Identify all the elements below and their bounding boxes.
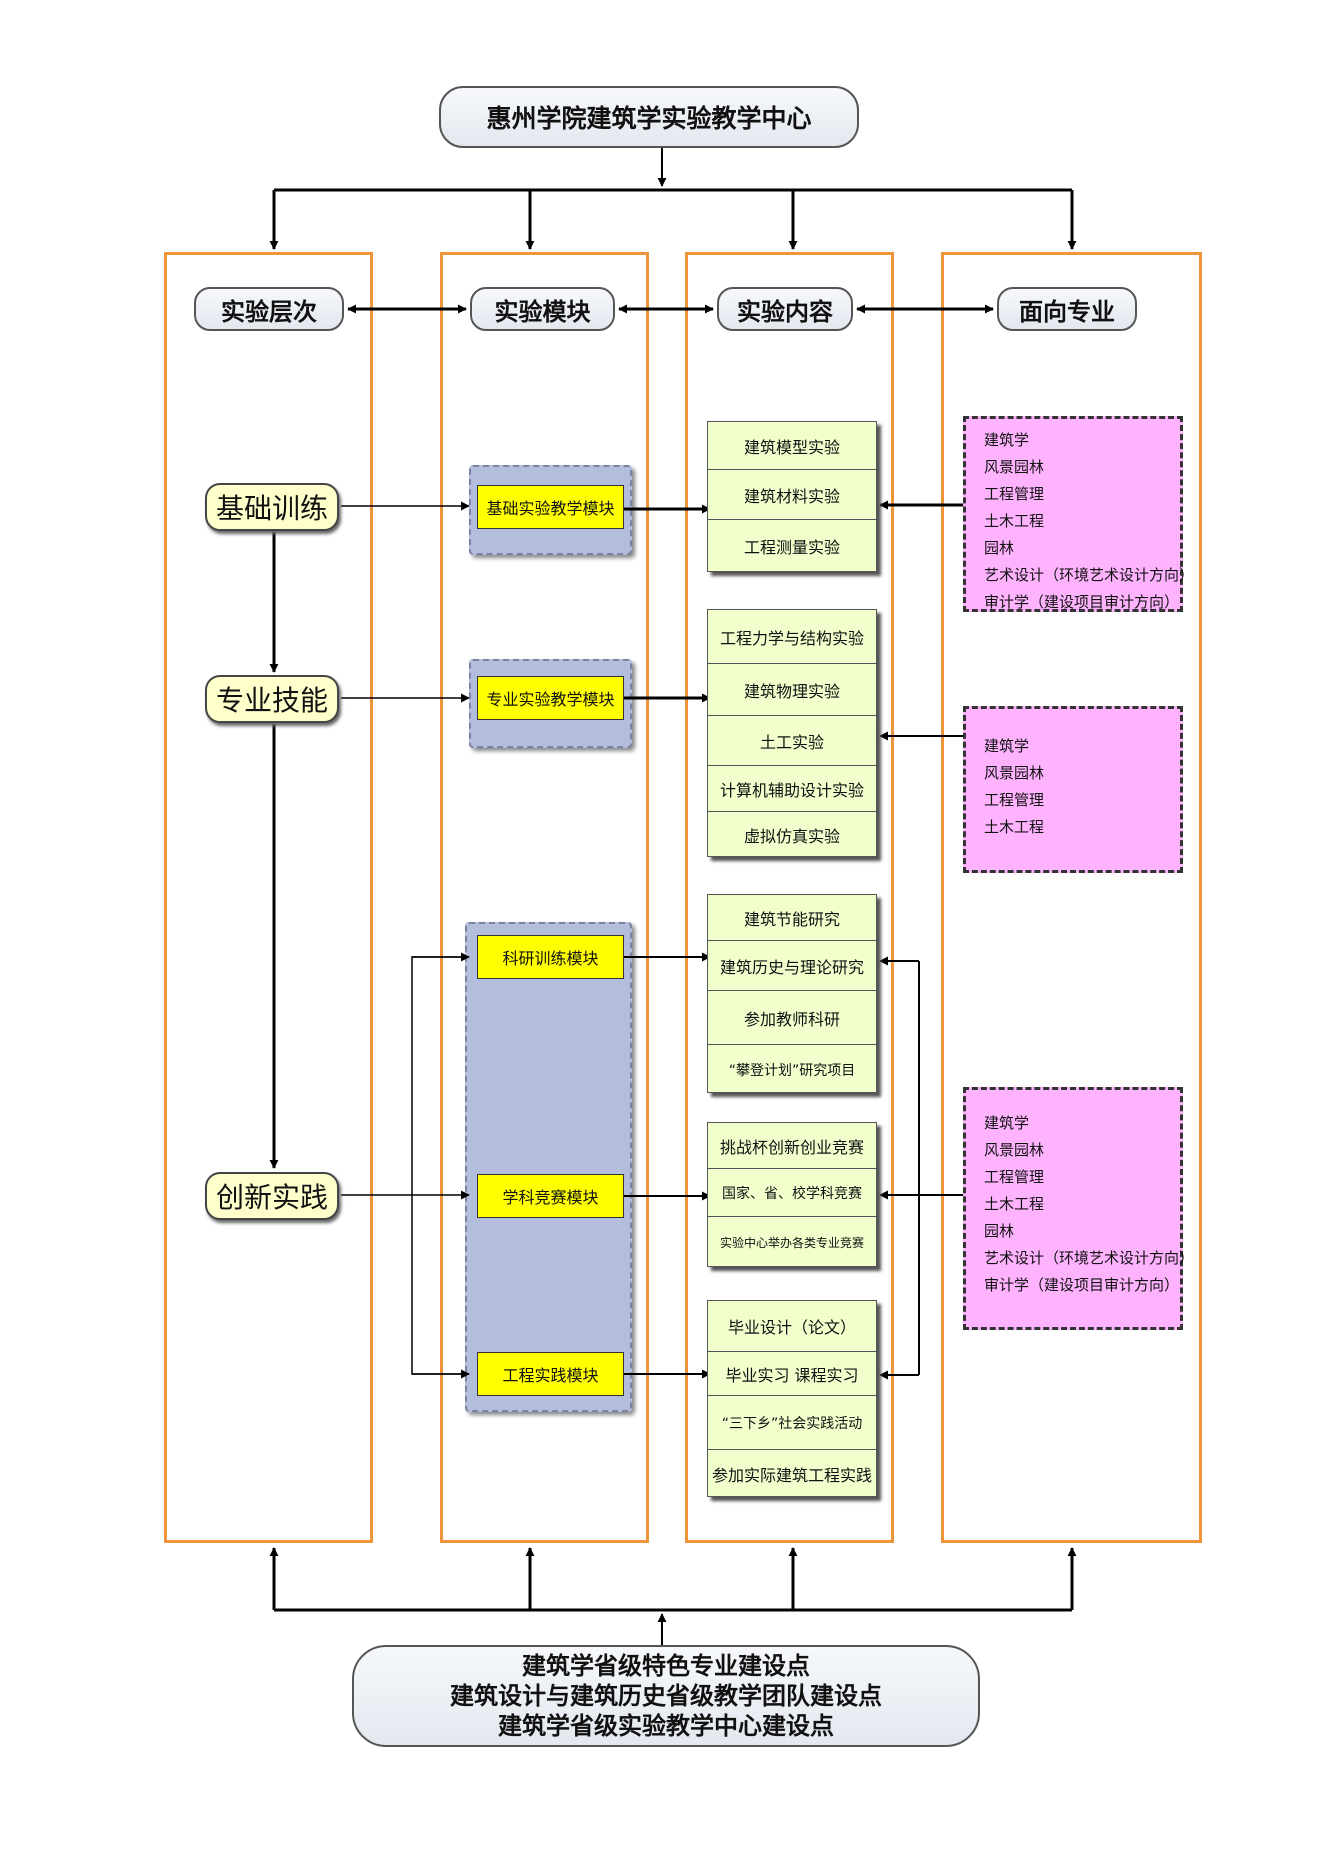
major-item: 风景园林 [984,1141,1045,1159]
content-item: 挑战杯创新创业竞赛 [708,1123,876,1169]
major-item: 工程管理 [984,485,1045,503]
majors-group-1: 建筑学 风景园林 工程管理 土木工程 园林 艺术设计（环境艺术设计方向） 审计学… [963,416,1195,612]
level-basic: 基础训练 [205,483,339,531]
major-item: 园林 [984,539,1015,557]
module-engineering: 工程实践模块 [477,1352,624,1396]
major-item: 工程管理 [984,791,1045,809]
module-bg-innovation [465,922,632,1412]
content-item: 工程测量实验 [743,537,840,557]
content-item: 建筑模型实验 [708,422,876,470]
bottom-line: 建筑学省级特色专业建设点 [522,1652,810,1680]
major-item: 园林 [984,1222,1015,1240]
module-basic: 基础实验教学模块 [477,485,624,529]
content-group-competition: 挑战杯创新创业竞赛 国家、省、校学科竞赛 实验中心举办各类专业竞赛 [707,1122,877,1267]
content-group-basic: 建筑模型实验 建筑材料实验 工程测量实验 [707,421,877,572]
bottom-base-title: 建筑学省级特色专业建设点 建筑设计与建筑历史省级教学团队建设点 建筑学省级实验教… [352,1645,980,1747]
content-item: 建筑节能研究 [708,895,876,941]
module-professional: 专业实验教学模块 [477,676,624,720]
major-item: 艺术设计（环境艺术设计方向） [984,1249,1195,1267]
center-title: 惠州学院建筑学实验教学中心 [439,86,859,148]
content-group-engineering: 毕业设计（论文） 毕业实习 课程实习 “三下乡”社会实践活动 参加实际建筑工程实… [707,1300,877,1497]
content-item: 毕业设计（论文） [708,1301,876,1352]
content-item: 计算机辅助设计实验 [708,766,876,812]
major-item: 审计学（建设项目审计方向） [984,1276,1180,1294]
module-competition: 学科竞赛模块 [477,1174,624,1218]
content-item: 土工实验 [708,716,876,766]
content-group-research: 建筑节能研究 建筑历史与理论研究 参加教师科研 “攀登计划”研究项目 [707,894,877,1093]
header-contents: 实验内容 [717,287,853,331]
content-item: 实验中心举办各类专业竞赛 [719,1236,864,1250]
header-majors: 面向专业 [997,287,1137,331]
bottom-line: 建筑学省级实验教学中心建设点 [498,1712,834,1740]
content-item: “三下乡”社会实践活动 [708,1396,876,1450]
content-item: 参加教师科研 [708,991,876,1045]
level-innovation: 创新实践 [205,1172,339,1220]
major-item: 风景园林 [984,764,1045,782]
content-item: 建筑历史与理论研究 [708,941,876,991]
bottom-line: 建筑设计与建筑历史省级教学团队建设点 [450,1682,882,1710]
content-item: 参加实际建筑工程实践 [711,1466,872,1485]
major-item: 工程管理 [984,1168,1045,1186]
major-item: 建筑学 [984,737,1030,755]
major-item: 建筑学 [984,1114,1030,1132]
content-item: “攀登计划”研究项目 [728,1062,856,1079]
header-levels: 实验层次 [194,287,344,331]
major-item: 艺术设计（环境艺术设计方向） [984,566,1195,584]
content-item: 虚拟仿真实验 [743,827,840,846]
majors-group-2: 建筑学 风景园林 工程管理 土木工程 [963,706,1183,873]
content-item: 建筑物理实验 [708,664,876,716]
major-item: 建筑学 [984,431,1030,449]
major-item: 审计学（建设项目审计方向） [984,593,1180,611]
content-item: 国家、省、校学科竞赛 [708,1169,876,1217]
majors-group-3: 建筑学 风景园林 工程管理 土木工程 园林 艺术设计（环境艺术设计方向） 审计学… [963,1087,1195,1330]
major-item: 土木工程 [984,1195,1045,1213]
module-research: 科研训练模块 [477,935,624,979]
major-item: 土木工程 [984,512,1045,530]
content-item: 工程力学与结构实验 [708,610,876,664]
content-item: 毕业实习 课程实习 [708,1352,876,1396]
major-item: 土木工程 [984,818,1045,836]
content-item: 建筑材料实验 [708,470,876,520]
major-item: 风景园林 [984,458,1045,476]
header-modules: 实验模块 [470,287,615,331]
column-levels [164,252,373,1543]
content-group-professional: 工程力学与结构实验 建筑物理实验 土工实验 计算机辅助设计实验 虚拟仿真实验 [707,609,877,857]
level-professional: 专业技能 [205,675,339,723]
